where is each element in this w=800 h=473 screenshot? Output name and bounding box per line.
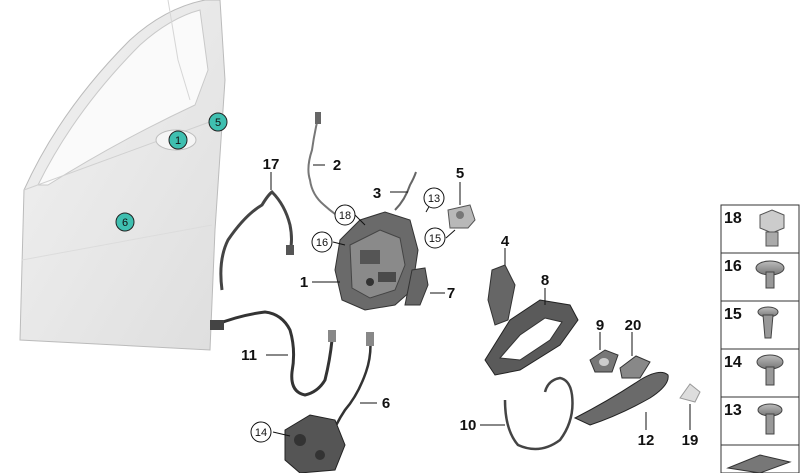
fastener-16: 16 (724, 258, 785, 289)
cable-2 (307, 112, 346, 221)
bracket-4 (487, 264, 516, 326)
svg-text:15: 15 (724, 306, 742, 323)
door-panel (19, 0, 226, 351)
lower-lock (284, 414, 346, 473)
circled-14: 14 (250, 421, 272, 443)
teal-marker-1: 1 (168, 130, 188, 150)
callout-9: 9 (596, 317, 604, 334)
fastener-panel: 18 16 15 14 13 (720, 204, 800, 473)
callout-5: 5 (456, 165, 464, 182)
callout-7: 7 (447, 285, 455, 302)
fastener-18: 18 (724, 209, 785, 247)
cable-3 (394, 171, 417, 211)
cap-19 (679, 383, 701, 403)
teal-marker-5: 5 (208, 112, 228, 132)
fastener-clip (726, 454, 792, 473)
circled-13: 13 (423, 187, 445, 209)
striker-5 (447, 204, 476, 229)
cap-20 (619, 355, 651, 379)
svg-text:1: 1 (175, 135, 181, 147)
callout-6: 6 (382, 395, 390, 412)
svg-text:16: 16 (316, 237, 328, 249)
callout-labels: 2 3 5 4 8 9 20 7 1 11 6 10 12 19 17 (241, 156, 698, 449)
cable-17 (219, 190, 294, 291)
callout-10: 10 (460, 417, 477, 434)
handle-carrier-8 (484, 299, 579, 376)
callout-19: 19 (682, 432, 699, 449)
teal-markers: 1 5 6 (115, 112, 228, 232)
circled-labels: 13 18 16 15 14 (250, 187, 446, 443)
svg-text:5: 5 (215, 117, 221, 129)
callout-3: 3 (373, 185, 381, 202)
callout-11: 11 (241, 347, 257, 364)
svg-text:14: 14 (255, 427, 267, 439)
bracket-7 (404, 267, 429, 306)
svg-text:13: 13 (428, 193, 440, 205)
svg-text:15: 15 (429, 233, 441, 245)
callout-1: 1 (300, 274, 308, 291)
callout-20: 20 (625, 317, 642, 334)
callout-4: 4 (501, 233, 510, 250)
door-lock (334, 211, 419, 311)
svg-text:16: 16 (724, 258, 742, 275)
circled-18: 18 (334, 204, 356, 226)
fastener-13: 13 (724, 402, 783, 435)
circled-15: 15 (424, 227, 446, 249)
teal-marker-6: 6 (115, 212, 135, 232)
svg-text:14: 14 (724, 354, 742, 371)
callout-12: 12 (638, 432, 655, 449)
callout-8: 8 (541, 272, 549, 289)
svg-text:6: 6 (122, 217, 128, 229)
fastener-14: 14 (724, 354, 784, 386)
circled-16: 16 (311, 231, 333, 253)
leader-lines (266, 164, 691, 437)
handle-12 (573, 371, 669, 426)
callout-17: 17 (263, 156, 280, 173)
svg-text:18: 18 (339, 210, 351, 222)
cable-10 (503, 376, 574, 451)
cable-11 (210, 310, 336, 397)
svg-text:18: 18 (724, 210, 742, 227)
callout-2: 2 (333, 157, 341, 174)
cap-9 (589, 349, 619, 373)
fastener-15: 15 (724, 306, 779, 339)
svg-text:13: 13 (724, 402, 742, 419)
